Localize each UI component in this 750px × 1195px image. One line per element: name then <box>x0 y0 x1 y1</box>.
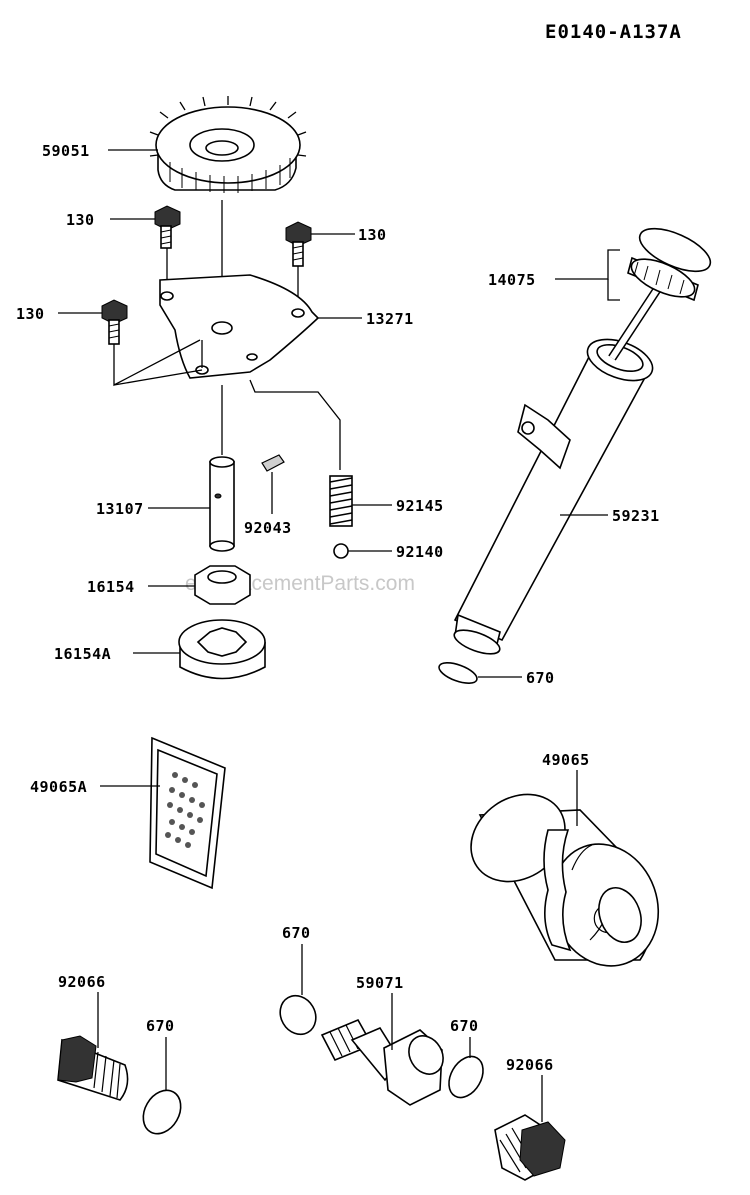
oring-left <box>142 1089 182 1135</box>
label-oring-left: 670 <box>146 1017 175 1035</box>
drain-plug-right <box>494 1114 566 1181</box>
oil-fitting <box>320 1018 444 1106</box>
label-bolt-left-mid: 130 <box>16 305 45 323</box>
label-plug-left: 92066 <box>58 973 106 991</box>
label-plate: 13271 <box>366 310 414 328</box>
label-shaft: 13107 <box>96 500 144 518</box>
gear-part <box>149 96 307 193</box>
label-ball: 92140 <box>396 543 444 561</box>
label-oring-center-top: 670 <box>282 924 311 942</box>
label-gear: 59051 <box>42 142 90 160</box>
outer-rotor <box>178 619 266 680</box>
label-rotor-outer: 16154A <box>54 645 111 663</box>
drain-plug-left <box>57 1035 129 1101</box>
label-oring-tube: 670 <box>526 669 555 687</box>
oil-filler-cap <box>608 227 712 361</box>
label-oring-right: 670 <box>450 1017 479 1035</box>
label-screen: 49065A <box>30 778 87 796</box>
inner-rotor <box>194 565 251 605</box>
label-oil-filter: 49065 <box>542 751 590 769</box>
oring-right <box>448 1055 484 1099</box>
label-pin: 92043 <box>244 519 292 537</box>
diagram-code: E0140-A137A <box>545 21 682 43</box>
label-dipstick-tube: 59231 <box>612 507 660 525</box>
cover-plate <box>159 274 320 379</box>
label-bolt-right-top: 130 <box>358 226 387 244</box>
bolt-left-mid <box>101 299 128 345</box>
bolt-left-top <box>154 205 181 249</box>
check-ball <box>333 543 349 559</box>
label-fitting: 59071 <box>356 974 404 992</box>
oring-center-top <box>279 994 317 1036</box>
label-cap: 14075 <box>488 271 536 289</box>
oring-tube <box>438 662 478 684</box>
oil-screen <box>149 736 226 890</box>
relief-spring <box>329 475 353 527</box>
pin-part <box>261 454 285 472</box>
label-rotor-inner: 16154 <box>87 578 135 596</box>
label-plug-right: 92066 <box>506 1056 554 1074</box>
bolt-right-top <box>285 221 312 267</box>
label-spring: 92145 <box>396 497 444 515</box>
pump-shaft <box>209 456 235 552</box>
oil-filter <box>470 793 660 967</box>
dipstick-tube <box>453 338 654 655</box>
label-bolt-left-top: 130 <box>66 211 95 229</box>
